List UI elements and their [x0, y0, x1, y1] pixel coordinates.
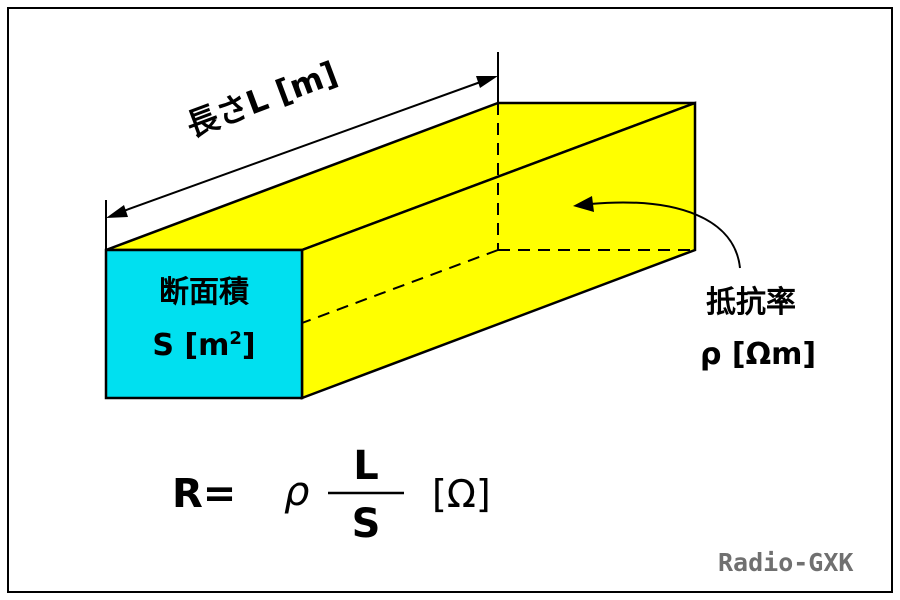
formula-rho: ρ — [284, 469, 310, 515]
cross-section-unit-exponent: 2 — [229, 328, 242, 349]
formula-lhs: R= — [172, 471, 237, 517]
cross-section-label: 断面積 — [159, 275, 249, 310]
formula-unit: [Ω] — [432, 472, 491, 516]
resistivity-label: 抵抗率 — [706, 285, 796, 320]
length-dimension-arrow — [106, 76, 498, 218]
cross-section-unit-label: S [m2] — [106, 330, 302, 361]
formula-denominator: S — [351, 501, 381, 547]
cross-section-unit-prefix: S [m — [152, 328, 230, 363]
cross-section-unit-suffix: ] — [241, 328, 256, 363]
hidden-edges — [301, 103, 695, 324]
prism-front-face — [104, 248, 304, 400]
resistivity-unit-label: ρ [Ωm] — [700, 337, 817, 372]
formula-numerator: L — [353, 443, 379, 489]
resistivity-pointer-arrow — [573, 196, 741, 269]
watermark-text: Radio-GXK — [718, 548, 854, 577]
